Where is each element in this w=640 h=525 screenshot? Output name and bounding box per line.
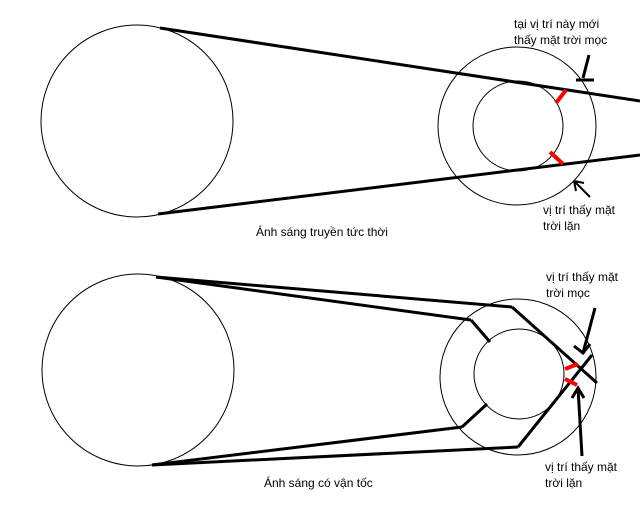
top-earth <box>472 80 564 172</box>
bottom-ray-lower-inner <box>151 445 519 467</box>
bottom-sun <box>41 273 235 467</box>
top-sunrise-label-line1: tại vị trí này mới <box>514 17 600 31</box>
top-sunset-marker <box>548 150 565 166</box>
top-sunrise-marker <box>554 88 568 105</box>
top-tangent-upper <box>159 26 640 103</box>
top-orbit <box>437 46 597 206</box>
bottom-ray-upper-outer-bend <box>511 305 598 385</box>
top-sunrise-arrow <box>576 54 594 82</box>
bottom-sunrise-label-line2: trời mọc <box>546 286 590 300</box>
bottom-ray-upper-inner <box>155 275 472 322</box>
bottom-earth <box>473 328 565 420</box>
bottom-ray-upper-outer <box>155 275 513 309</box>
bottom-ray-lower-outer-bend <box>460 402 489 429</box>
top-caption: Ánh sáng truyền tức thời <box>256 225 388 239</box>
bottom-sunrise-label-line1: vị trí thấy mặt <box>546 270 619 284</box>
bottom-ray-lower-outer <box>151 425 463 467</box>
bottom-sunset-marker <box>564 377 578 387</box>
top-panel <box>40 24 640 218</box>
top-sunrise-label-line2: thấy mặt trời mọc <box>514 33 608 47</box>
bottom-sunrise-marker <box>564 362 579 371</box>
top-sun <box>40 24 234 218</box>
top-tangent-lower <box>157 153 640 216</box>
bottom-caption: Ánh sáng có vận tốc <box>264 476 373 490</box>
bottom-sunset-label-line1: vị trí thấy mặt <box>545 460 618 474</box>
top-sunset-label-line2: trời lặn <box>543 219 581 233</box>
bottom-sunset-label-line2: trời lặn <box>545 476 583 490</box>
bottom-panel <box>41 273 598 467</box>
bottom-ray-upper-inner-bend <box>469 319 492 343</box>
bottom-sunset-arrow <box>570 385 586 457</box>
top-sunset-label-line1: vị trí thấy mặt <box>543 203 616 217</box>
bottom-orbit <box>439 298 597 456</box>
top-sunset-arrow <box>573 180 591 198</box>
bottom-sunrise-arrow <box>573 307 597 356</box>
bottom-ray-lower-inner-bend <box>516 354 594 448</box>
